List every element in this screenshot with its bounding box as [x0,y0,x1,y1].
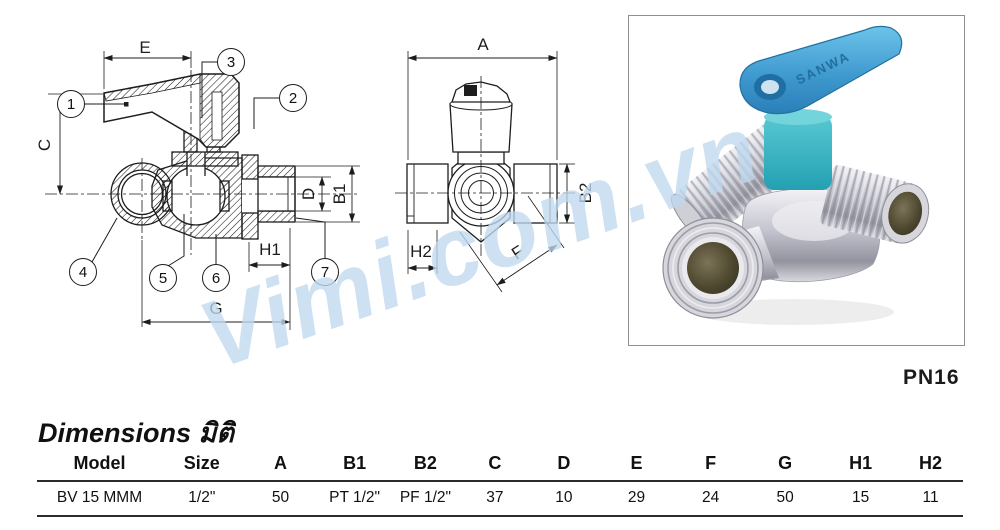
dim-label-e: E [139,38,151,57]
col-header-b1: B1 [343,453,367,473]
right-port [820,165,930,244]
dim-label-d: D [299,187,318,201]
col-header-g: G [778,453,793,473]
side-view-drawing [45,51,360,330]
dimensions-table: Model Size A B1 B2 C D E F G H1 H2 BV 15… [37,449,963,517]
front-port [662,217,779,319]
handle-skirt [764,109,832,190]
cell-e: 29 [627,489,646,506]
callout-3: 3 [217,48,245,76]
cell-b1: PT 1/2" [329,489,381,506]
col-header-d: D [557,453,571,473]
callout-7: 7 [311,258,339,286]
dim-label-h1: H1 [259,240,281,259]
col-header-size: Size [183,453,220,473]
table-row: BV 15 MMM 1/2" 50 PT 1/2" PF 1/2" 37 10 … [37,482,963,517]
cell-c: 37 [486,489,504,506]
callout-6: 6 [202,264,230,292]
cell-f: 24 [701,489,720,506]
callout-5: 5 [149,264,177,292]
cell-h2: 11 [922,489,939,506]
cell-h1: 15 [851,489,870,506]
callout-1: 1 [57,90,85,118]
table-header-row: Model Size A B1 B2 C D E F G H1 H2 [37,449,963,482]
cell-model: BV 15 MMM [56,489,143,506]
col-header-f: F [705,453,717,473]
dim-label-b1: B1 [330,183,349,205]
col-header-c: C [488,453,502,473]
dim-label-b2: B2 [576,182,595,204]
col-header-model: Model [73,453,126,473]
pressure-rating-label: PN16 [903,366,960,389]
front-view-drawing [395,51,578,293]
callout-4: 4 [69,258,97,286]
col-header-h2: H2 [919,453,943,473]
col-header-a: A [274,453,288,473]
col-header-h1: H1 [849,453,873,473]
dim-label-c: C [35,138,54,152]
product-photo-frame: SANWA [628,15,965,346]
cell-g: 50 [776,489,794,506]
col-header-b2: B2 [413,453,437,473]
cell-d: 10 [555,489,573,506]
cell-a: 50 [271,489,290,506]
dim-label-h2: H2 [410,242,432,261]
handle-lever: SANWA [739,25,903,115]
col-header-e: E [630,453,643,473]
cell-b2: PF 1/2" [399,489,452,506]
dimensions-title: Dimensions มิติ [38,418,234,448]
cell-size: 1/2" [188,489,216,506]
callout-2: 2 [279,84,307,112]
dim-label-g: G [209,299,223,318]
valve-photo: SANWA [662,25,930,325]
dim-label-a: A [477,35,489,54]
